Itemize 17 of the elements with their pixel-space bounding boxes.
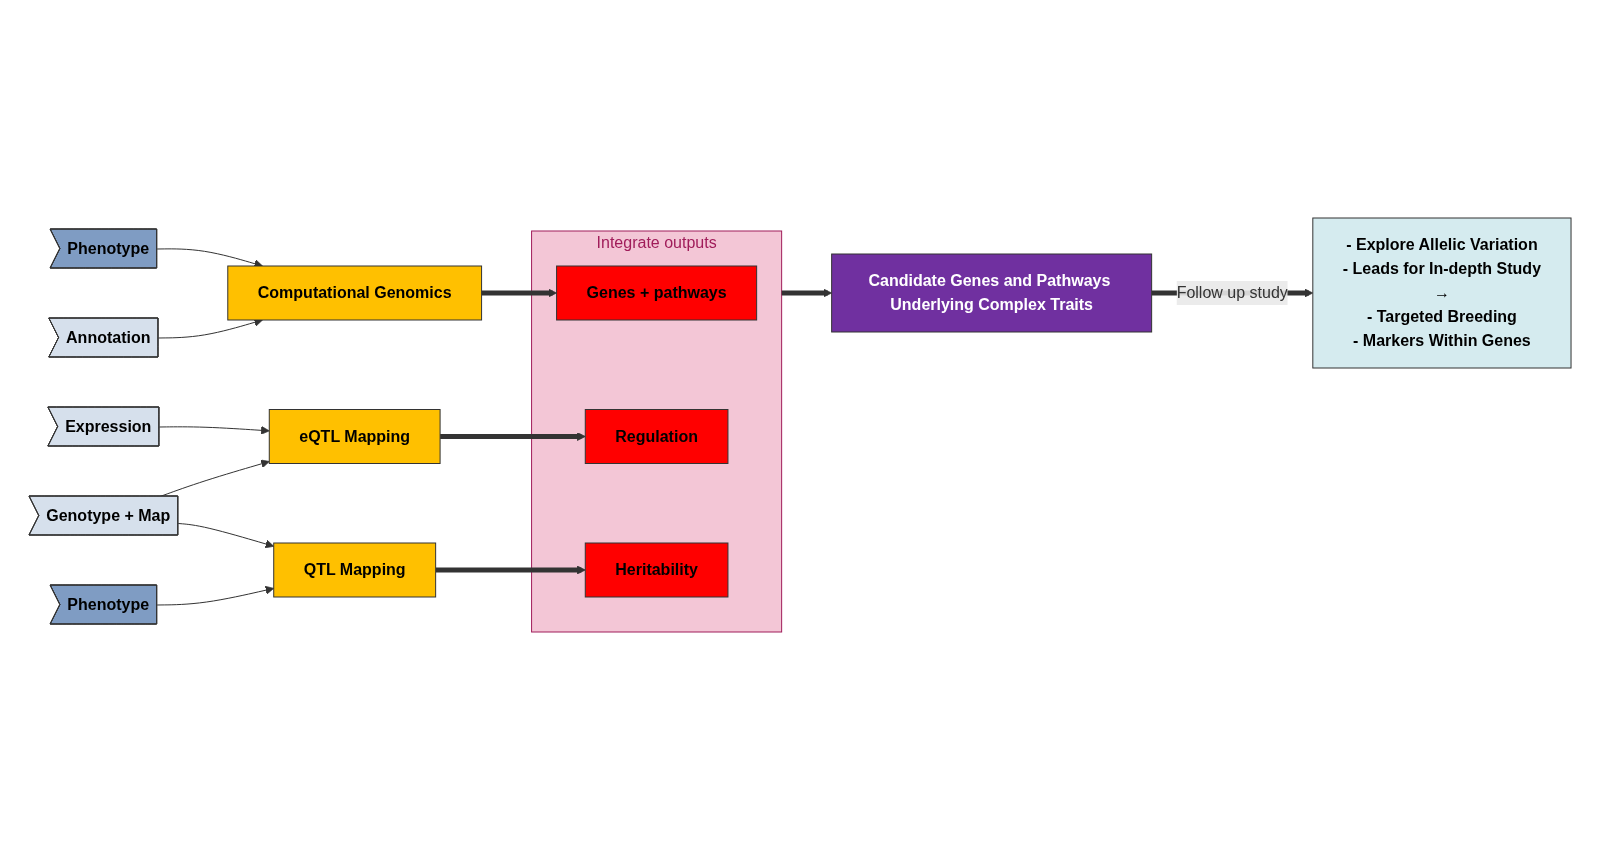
node-box: Candidate Genes and Pathways Underlying Complex Traits bbox=[831, 253, 1153, 333]
arrow bbox=[481, 288, 557, 298]
arrow bbox=[781, 288, 833, 298]
node-box: QTL Mapping bbox=[273, 542, 437, 598]
arrow bbox=[158, 425, 270, 435]
arrow bbox=[156, 248, 263, 268]
arrow bbox=[440, 432, 586, 441]
node-box: Genes + pathways bbox=[556, 265, 758, 321]
node-box: Computational Genomics bbox=[227, 265, 483, 321]
arrow bbox=[156, 585, 275, 606]
edge-label: Follow up study bbox=[1176, 284, 1288, 301]
arrow bbox=[177, 523, 275, 549]
node-box: eQTL Mapping bbox=[268, 409, 441, 464]
arrow bbox=[435, 565, 586, 575]
node-box: - Explore Allelic Variation - Leads for In-depth Study → - Targeted Breeding - Markers Within Genes bbox=[1312, 217, 1572, 369]
node-box: Regulation bbox=[584, 409, 729, 464]
node-box: Heritability bbox=[584, 542, 729, 598]
